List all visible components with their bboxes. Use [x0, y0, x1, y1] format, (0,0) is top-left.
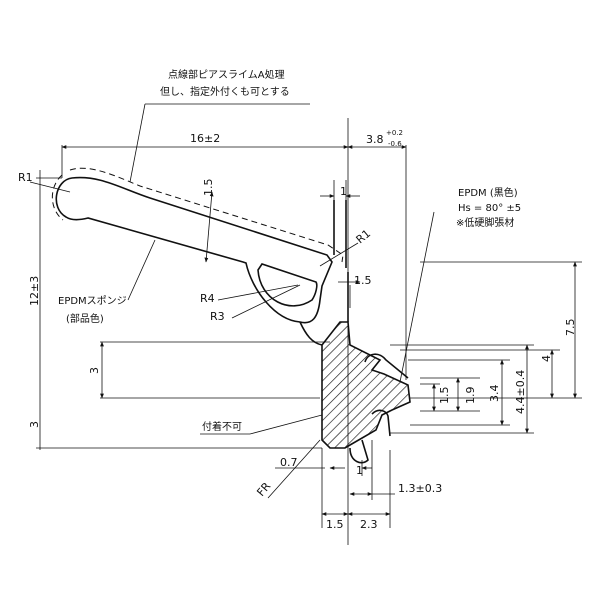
dim-thickness-1-5-a: 1.5: [202, 179, 215, 197]
dim-width-right-tol-up: +0.2: [386, 129, 403, 137]
dim-width-right-tol-dn: -0.6: [388, 140, 402, 148]
dim-4: 4: [540, 355, 553, 362]
dim-r4: R4: [200, 292, 215, 305]
dim-r3: R3: [210, 310, 225, 323]
dim-r1-right: R1: [354, 227, 374, 246]
dim-3-4: 3.4: [488, 385, 501, 403]
dimension-lines: [29, 103, 582, 545]
solid-base-profile: [321, 200, 411, 464]
dim-4-4: 4.4±0.4: [514, 370, 527, 414]
dim-3-left: 3: [88, 367, 101, 374]
epdm-solid-note: ※低硬脚張材: [456, 216, 514, 229]
epdm-sponge-label: EPDMスポンジ: [58, 295, 127, 307]
dim-1-9: 1.9: [464, 387, 477, 405]
dim-width-main: 16±2: [190, 132, 220, 145]
note-surface-treatment-2: 但し、指定外付くも可とする: [160, 85, 290, 98]
dim-1-5-bottom: 1.5: [326, 518, 344, 531]
dim-height-left: 12±3: [28, 276, 41, 306]
epdm-solid-label: EPDM (黒色): [458, 186, 518, 199]
dim-1-5-vertical: 1.5: [438, 387, 451, 405]
attach-not-allowed-note: 付着不可: [202, 420, 242, 433]
dim-width-right: 3.8: [366, 133, 384, 146]
dim-thickness-1-5-b: 1.5: [354, 274, 372, 287]
dim-2-3: 2.3: [360, 518, 378, 531]
dim-0-7: 0.7: [280, 456, 298, 469]
epdm-solid-hardness: Hs = 80° ±5: [458, 203, 521, 214]
dim-3-lower: 3: [28, 421, 41, 428]
sponge-profile: [51, 167, 344, 346]
dim-r1-top: R1: [18, 171, 33, 184]
dim-7-5: 7.5: [564, 319, 577, 337]
surface-treatment-outline: [69, 167, 344, 263]
dim-thickness-1: 1: [340, 185, 347, 198]
note-surface-treatment: 点線部ピアスライムA処理: [168, 68, 285, 81]
epdm-sponge-color: (部品色): [66, 312, 104, 325]
dim-fr: FR: [254, 480, 273, 499]
dim-1-3: 1.3±0.3: [398, 482, 442, 495]
dim-1-bottom: 1: [356, 464, 363, 477]
